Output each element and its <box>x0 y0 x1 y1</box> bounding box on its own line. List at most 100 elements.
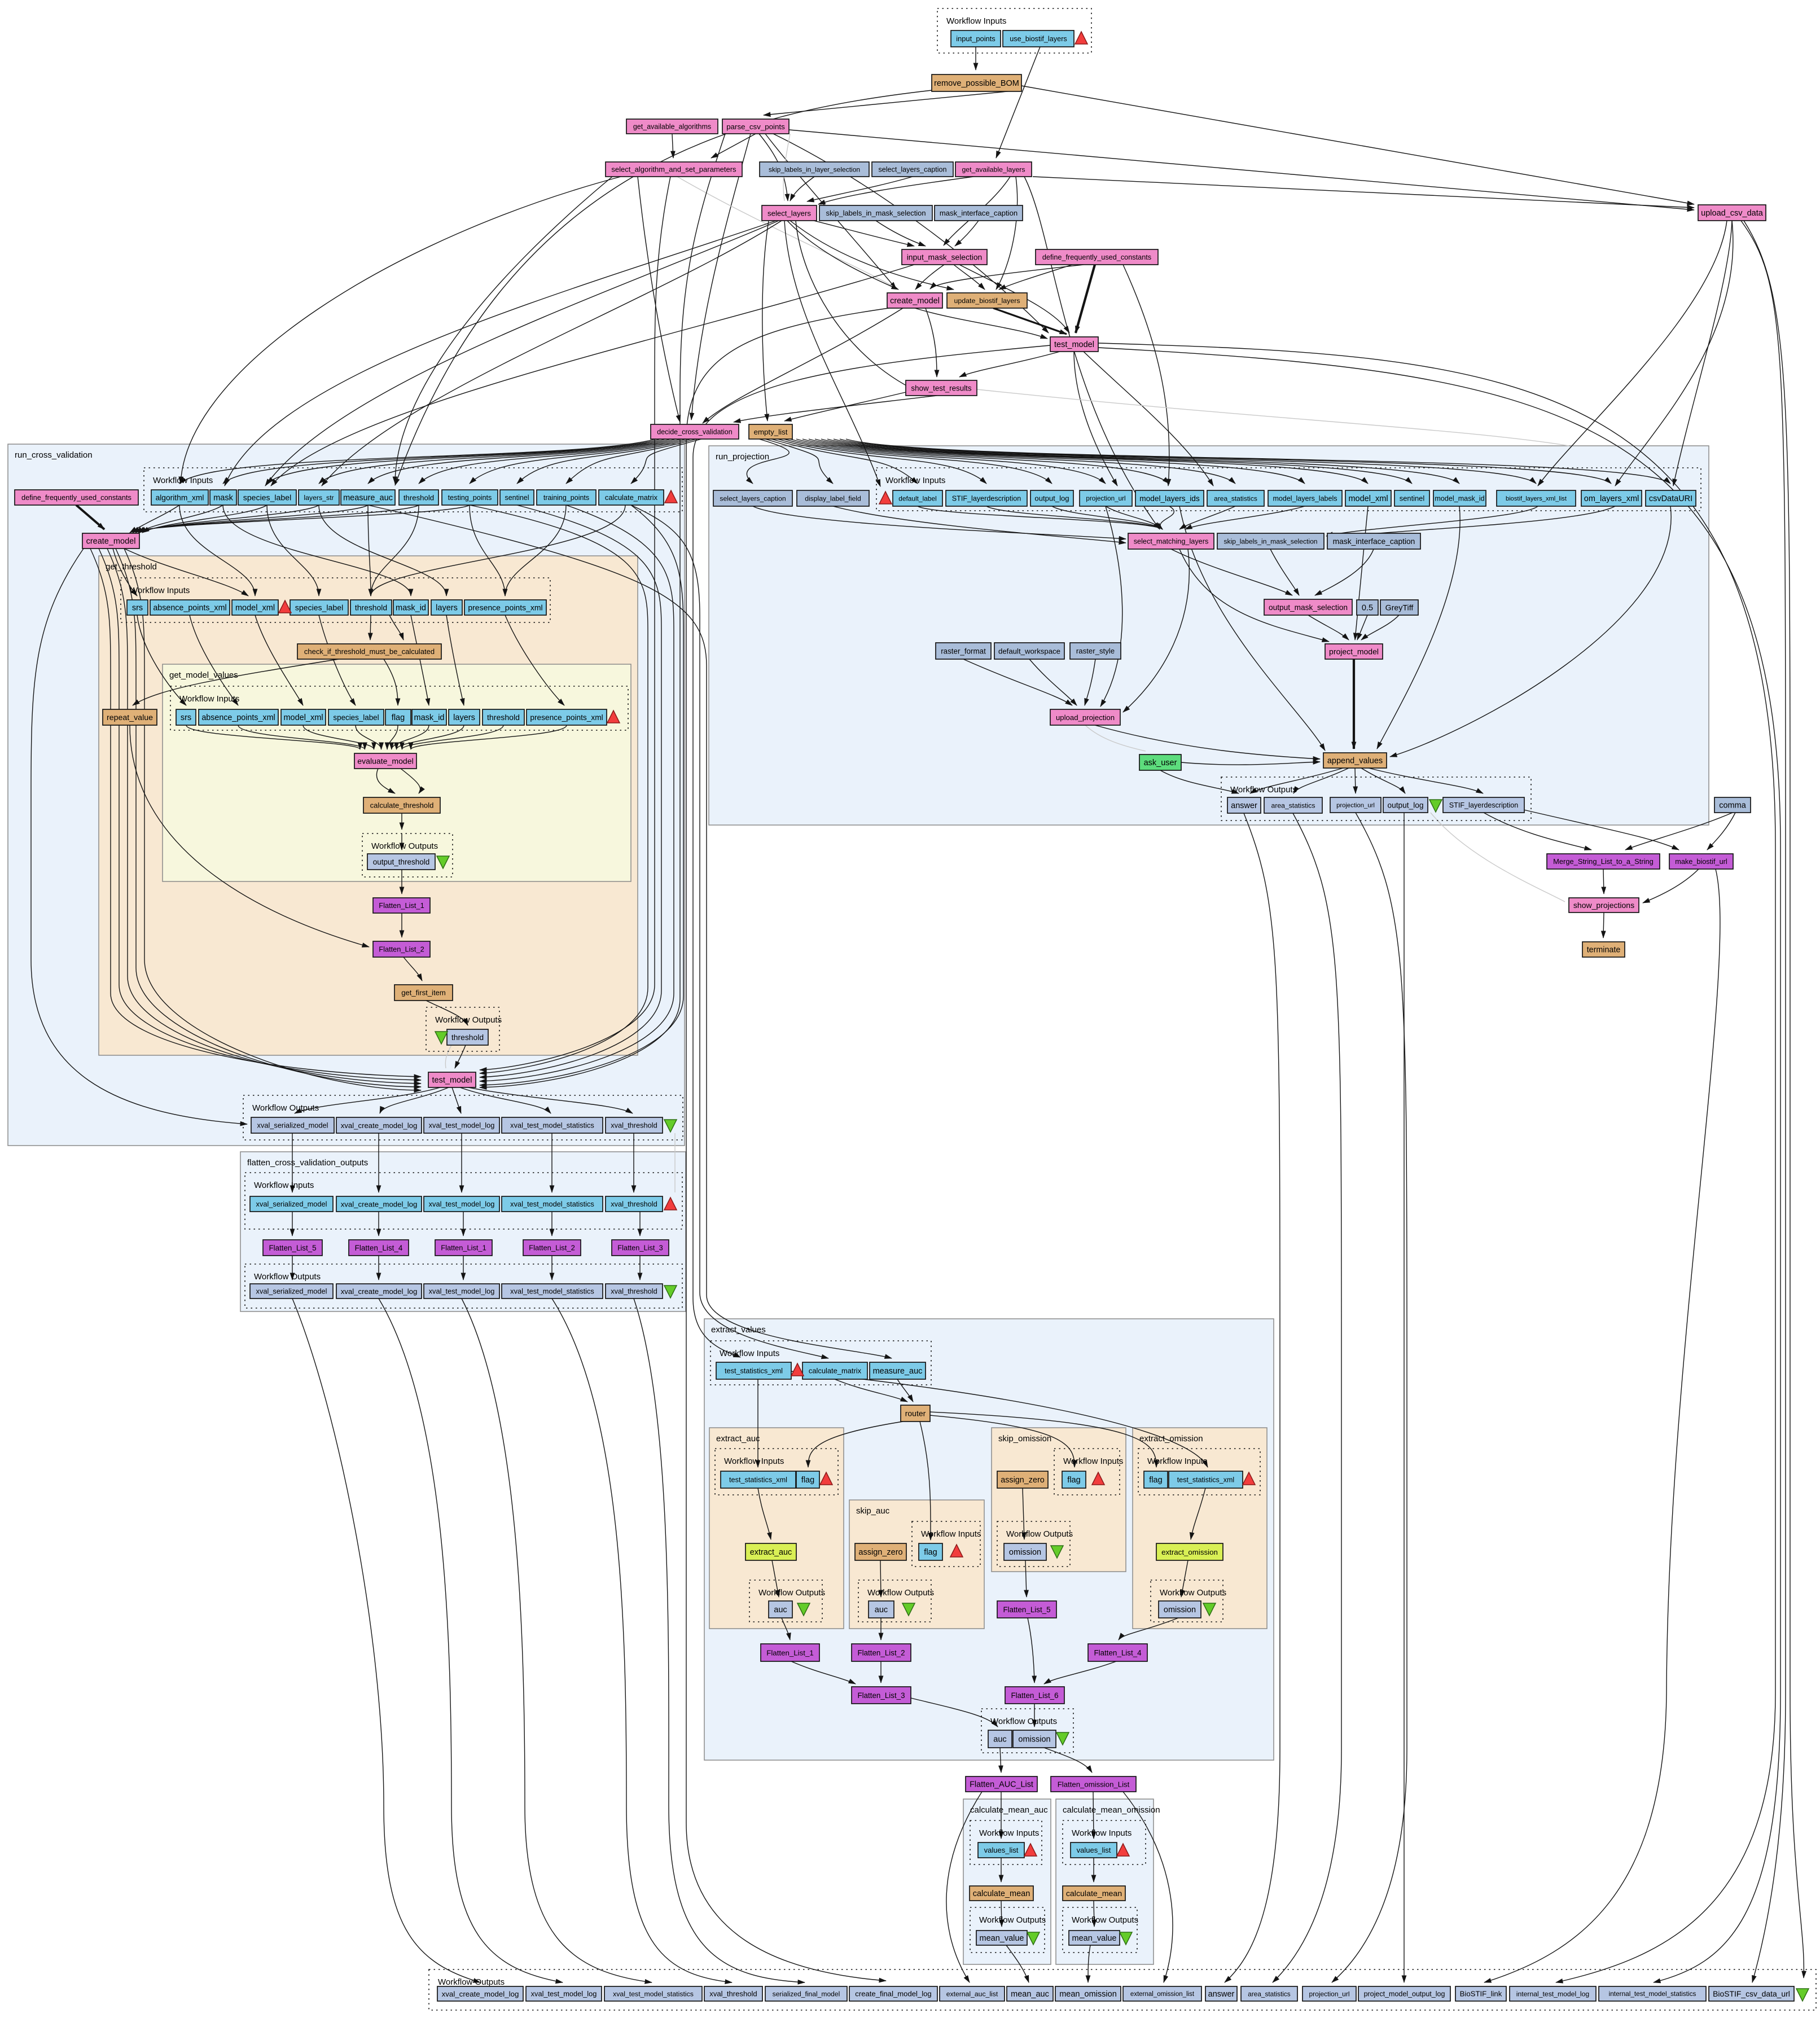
svg-text:xval_test_model_statistics: xval_test_model_statistics <box>510 1121 594 1130</box>
svg-text:get_first_item: get_first_item <box>401 989 446 997</box>
svg-text:flag: flag <box>392 713 405 722</box>
svg-text:omission: omission <box>1009 1548 1041 1557</box>
svg-text:test_statistics_xml: test_statistics_xml <box>725 1367 783 1375</box>
svg-text:model_xml: model_xml <box>235 604 275 613</box>
svg-text:Workflow Outputs: Workflow Outputs <box>435 1015 502 1025</box>
svg-text:Workflow Outputs: Workflow Outputs <box>1230 785 1297 795</box>
svg-text:sentinel: sentinel <box>505 494 529 502</box>
svg-text:mask_id: mask_id <box>396 604 426 613</box>
svg-text:Workflow Inputs: Workflow Inputs <box>1072 1828 1132 1838</box>
svg-text:update_biostif_layers: update_biostif_layers <box>954 297 1020 305</box>
svg-text:Workflow Inputs: Workflow Inputs <box>921 1529 981 1539</box>
svg-text:comma: comma <box>1719 801 1746 810</box>
svg-text:Workflow Outputs: Workflow Outputs <box>254 1272 321 1282</box>
svg-text:threshold: threshold <box>487 713 520 722</box>
svg-text:flag: flag <box>801 1476 814 1485</box>
svg-text:xval_serialized_model: xval_serialized_model <box>256 1200 327 1208</box>
svg-text:create_model: create_model <box>890 297 940 306</box>
svg-text:xval_threshold: xval_threshold <box>611 1287 657 1296</box>
svg-text:external_omission_list: external_omission_list <box>1130 1991 1195 1998</box>
svg-text:answer: answer <box>1208 1990 1235 1999</box>
svg-text:run_cross_validation: run_cross_validation <box>15 450 93 460</box>
svg-text:species_label: species_label <box>295 603 343 612</box>
svg-text:projection_url: projection_url <box>1086 495 1125 502</box>
svg-text:absence_points_xml: absence_points_xml <box>153 604 226 613</box>
svg-text:skip_labels_in_layer_selection: skip_labels_in_layer_selection <box>769 165 860 173</box>
svg-text:xval_test_model_log: xval_test_model_log <box>429 1287 495 1296</box>
svg-text:define_frequently_used_constan: define_frequently_used_constants <box>1042 253 1151 261</box>
svg-text:area_statistics: area_statistics <box>1248 1990 1291 1998</box>
svg-text:parse_csv_points: parse_csv_points <box>726 122 785 131</box>
svg-text:Flatten_List_3: Flatten_List_3 <box>857 1691 905 1700</box>
svg-text:Workflow Outputs: Workflow Outputs <box>438 1977 505 1987</box>
svg-text:select_matching_layers: select_matching_layers <box>1134 538 1209 546</box>
svg-text:check_if_threshold_must_be_cal: check_if_threshold_must_be_calculated <box>304 647 435 656</box>
svg-text:xval_create_model_log: xval_create_model_log <box>442 1990 519 1998</box>
svg-text:select_algorithm_and_set_param: select_algorithm_and_set_parameters <box>611 165 736 174</box>
svg-text:assign_zero: assign_zero <box>858 1548 902 1557</box>
svg-text:terminate: terminate <box>1587 946 1621 955</box>
svg-text:auc: auc <box>774 1605 787 1615</box>
svg-text:show_projections: show_projections <box>1573 901 1634 910</box>
svg-text:training_points: training_points <box>543 494 589 502</box>
svg-text:threshold: threshold <box>404 493 434 502</box>
svg-text:model_xml: model_xml <box>283 713 323 722</box>
svg-text:make_biostif_url: make_biostif_url <box>1675 858 1727 866</box>
svg-text:area_statistics: area_statistics <box>1214 494 1257 502</box>
svg-text:select_layers_caption: select_layers_caption <box>878 166 946 174</box>
svg-text:flatten_cross_validation_outpu: flatten_cross_validation_outputs <box>247 1158 368 1168</box>
svg-text:omission: omission <box>1164 1605 1196 1615</box>
svg-text:Flatten_List_1: Flatten_List_1 <box>441 1244 486 1252</box>
svg-text:skip_labels_in_mask_selection: skip_labels_in_mask_selection <box>826 209 926 217</box>
svg-text:mask_interface_caption: mask_interface_caption <box>1333 537 1415 546</box>
svg-text:flag: flag <box>924 1548 937 1557</box>
svg-text:get_available_algorithms: get_available_algorithms <box>633 123 711 131</box>
svg-text:answer: answer <box>1231 801 1257 810</box>
svg-text:layers: layers <box>453 713 475 722</box>
svg-text:test_statistics_xml: test_statistics_xml <box>1177 1476 1234 1484</box>
svg-text:Flatten_List_5: Flatten_List_5 <box>1003 1605 1050 1614</box>
svg-text:model_xml: model_xml <box>1348 494 1388 503</box>
svg-text:Workflow Inputs: Workflow Inputs <box>724 1457 784 1466</box>
svg-text:model_layers_ids: model_layers_ids <box>1139 494 1200 503</box>
svg-text:values_list: values_list <box>984 1846 1019 1854</box>
svg-text:assign_zero: assign_zero <box>1001 1476 1045 1485</box>
svg-text:Workflow Outputs: Workflow Outputs <box>979 1915 1046 1925</box>
svg-text:calculate_mean: calculate_mean <box>1066 1889 1122 1898</box>
svg-text:Merge_String_List_to_a_String: Merge_String_List_to_a_String <box>1553 857 1654 866</box>
svg-text:extract_omission: extract_omission <box>1139 1434 1203 1444</box>
svg-text:serialized_final_model: serialized_final_model <box>773 1990 840 1998</box>
svg-text:threshold: threshold <box>355 603 387 612</box>
svg-text:xval_threshold: xval_threshold <box>611 1200 657 1208</box>
svg-text:layers: layers <box>436 604 458 613</box>
svg-text:test_model: test_model <box>1054 340 1094 349</box>
svg-text:calculate_mean: calculate_mean <box>973 1889 1030 1898</box>
svg-text:threshold: threshold <box>451 1033 484 1042</box>
svg-text:testing_points: testing_points <box>448 494 492 502</box>
svg-text:omission: omission <box>1018 1735 1050 1744</box>
svg-text:create_final_model_log: create_final_model_log <box>855 1990 931 1998</box>
svg-text:extract_omission: extract_omission <box>1161 1548 1218 1556</box>
svg-text:xval_threshold: xval_threshold <box>709 1990 757 1998</box>
svg-text:xval_test_model_statistics: xval_test_model_statistics <box>510 1287 594 1296</box>
svg-text:mask_id: mask_id <box>414 713 445 722</box>
svg-text:Workflow Outputs: Workflow Outputs <box>758 1588 825 1598</box>
svg-text:calculate_mean_auc: calculate_mean_auc <box>970 1805 1048 1815</box>
svg-text:raster_format: raster_format <box>941 647 986 655</box>
svg-text:xval_create_model_log: xval_create_model_log <box>341 1121 418 1130</box>
svg-text:mean_auc: mean_auc <box>1011 1990 1049 1999</box>
svg-text:output_mask_selection: output_mask_selection <box>1269 603 1348 612</box>
svg-text:run_projection: run_projection <box>716 452 769 462</box>
svg-text:decide_cross_validation: decide_cross_validation <box>657 428 732 436</box>
svg-text:Flatten_List_1: Flatten_List_1 <box>379 901 424 910</box>
svg-text:xval_serialized_model: xval_serialized_model <box>257 1121 328 1130</box>
svg-text:Workflow Outputs: Workflow Outputs <box>371 841 438 851</box>
svg-text:Flatten_List_4: Flatten_List_4 <box>1094 1648 1142 1657</box>
svg-text:values_list: values_list <box>1077 1846 1111 1854</box>
svg-text:Workflow Inputs: Workflow Inputs <box>946 16 1006 26</box>
svg-text:router: router <box>905 1409 926 1418</box>
svg-text:output_log: output_log <box>1388 801 1424 809</box>
svg-text:get_model_values: get_model_values <box>169 670 238 680</box>
svg-text:Flatten_List_2: Flatten_List_2 <box>857 1648 905 1657</box>
svg-text:presence_points_xml: presence_points_xml <box>468 603 542 612</box>
